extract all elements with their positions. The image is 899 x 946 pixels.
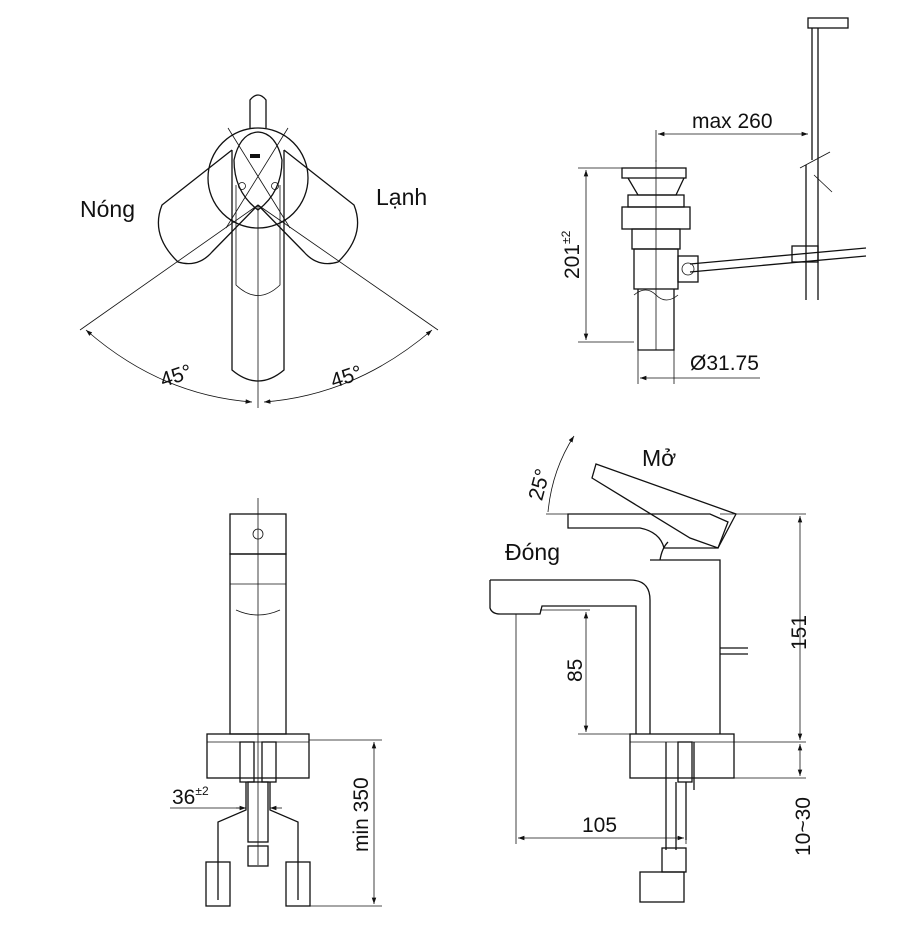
side-deck — [629, 733, 735, 779]
fitting-left — [239, 741, 255, 783]
hose-dim-label: 36±2 — [172, 784, 209, 809]
fitting-right — [261, 741, 277, 783]
closed-label: Đóng — [505, 539, 560, 565]
side-port — [677, 255, 699, 283]
diameter-label: Ø31.75 — [690, 352, 759, 375]
spout-top — [490, 579, 651, 734]
rod-clip-2 — [813, 174, 833, 193]
arc-25 — [547, 435, 575, 513]
body-shoulder — [659, 541, 669, 561]
side-fitting — [677, 741, 693, 783]
rod-connector — [791, 245, 819, 263]
radial-left — [79, 204, 259, 331]
top-stub — [249, 94, 267, 128]
arc-left — [85, 329, 253, 404]
hose-left — [217, 782, 247, 900]
hose-right — [269, 782, 299, 900]
logo-mark — [250, 154, 260, 158]
lever-open — [591, 463, 737, 549]
height-201-label: 201±2 — [559, 230, 584, 279]
aerator-curve — [235, 609, 281, 616]
top-view: Nóng Lạnh 45° 45° — [79, 94, 439, 408]
lever-cold — [257, 149, 359, 265]
rod-clip-1 — [799, 151, 831, 169]
dim-151-label: 151 — [788, 615, 811, 650]
link-rod — [689, 247, 867, 265]
height-value: 201 — [561, 244, 584, 279]
body-outline — [650, 559, 721, 734]
side-port-ring — [681, 262, 695, 276]
drain-view: max 260 201±2 Ø31.75 — [559, 17, 867, 384]
center-rod — [247, 781, 269, 843]
hose-nut-right — [285, 861, 311, 907]
max-label: max 260 — [692, 110, 773, 133]
front-deck — [206, 733, 310, 779]
side-hose-end — [639, 871, 685, 903]
front-lever-hole — [252, 528, 264, 540]
crossline-1 — [227, 127, 291, 229]
link-rod-2 — [689, 255, 867, 273]
min-350-label: min 350 — [350, 777, 373, 852]
side-nut — [661, 847, 687, 873]
crossline-2 — [225, 127, 289, 229]
height-tolerance: ±2 — [559, 230, 573, 244]
hose-dim-tolerance: ±2 — [195, 784, 209, 798]
dim-85-label: 85 — [564, 659, 587, 682]
cold-label: Lạnh — [376, 184, 427, 210]
angle-left-label: 45° — [157, 360, 194, 392]
hole-left — [238, 182, 246, 190]
lever-closed — [567, 513, 729, 549]
cartridge-cap — [233, 131, 283, 211]
angle-right-label: 45° — [328, 361, 365, 393]
hose-nut-left — [205, 861, 231, 907]
dim-105-label: 105 — [582, 814, 617, 837]
front-view: 36±2 min 350 — [170, 498, 382, 907]
hot-label: Nóng — [80, 196, 135, 222]
dim-10-30-label: 10~30 — [792, 797, 815, 856]
arc-right — [263, 329, 433, 404]
drain-cap — [621, 167, 687, 179]
pull-rod-knob — [807, 17, 849, 29]
spout-bottom — [489, 580, 637, 734]
open-label: Mở — [642, 445, 676, 471]
center-nut — [247, 845, 269, 867]
lever-hot — [157, 149, 259, 265]
hose-dim-value: 36 — [172, 786, 195, 809]
radial-right — [257, 204, 439, 331]
side-view: 25° Mở Đóng 85 151 105 10~30 — [489, 435, 815, 903]
hole-right — [271, 182, 279, 190]
